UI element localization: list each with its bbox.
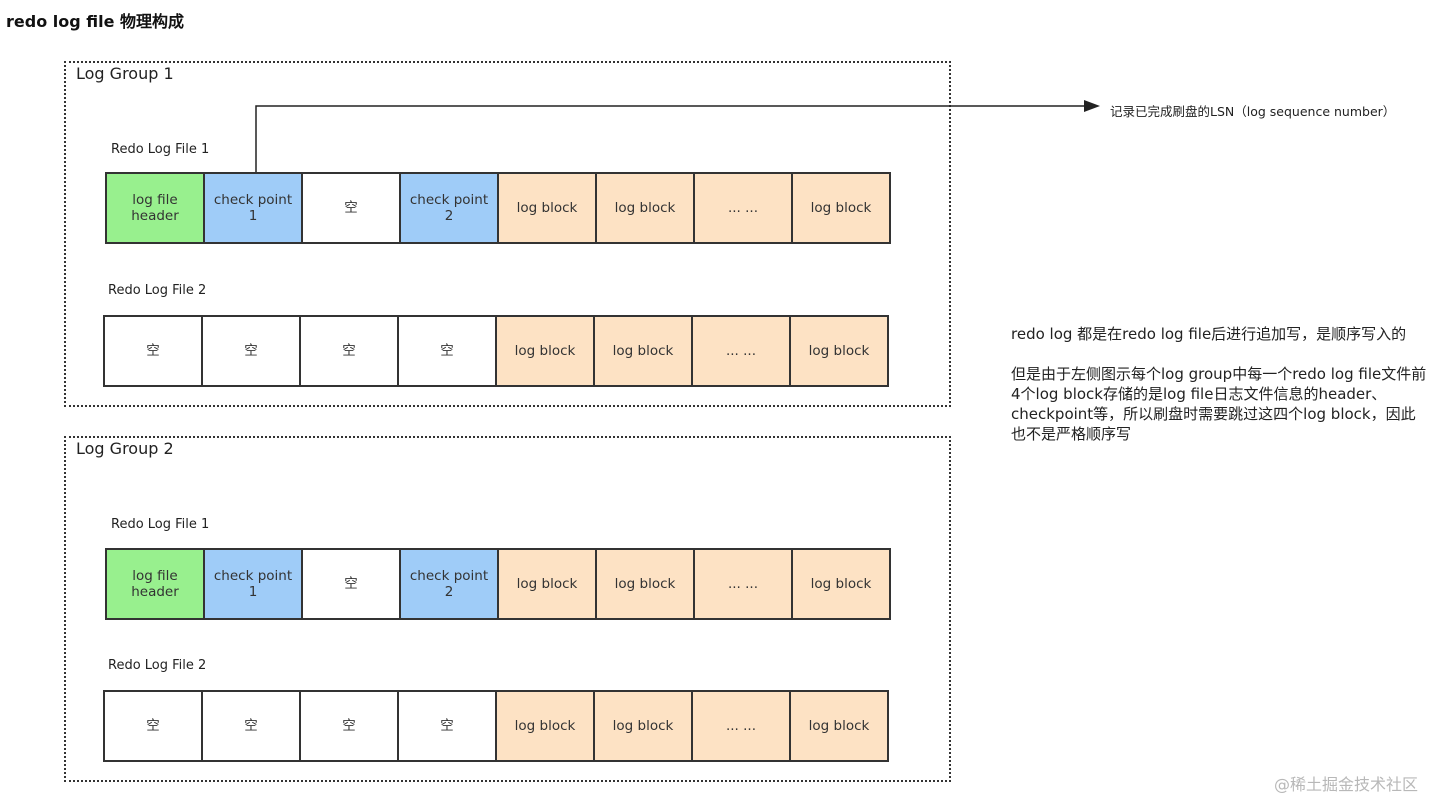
page-title: redo log file 物理构成 xyxy=(6,12,185,31)
cell-log-block: log block xyxy=(791,172,891,244)
group-label: Log Group 1 xyxy=(76,64,174,83)
cell-empty: 空 xyxy=(103,690,203,762)
cell-empty: 空 xyxy=(301,172,401,244)
note-paragraph-2: 但是由于左侧图示每个log group中每一个redo log file文件前4… xyxy=(1011,365,1427,443)
cell-log-block: log block xyxy=(595,172,695,244)
file-label: Redo Log File 1 xyxy=(111,517,210,532)
cell-log-block: ... ... xyxy=(693,172,793,244)
file-label: Redo Log File 2 xyxy=(108,283,207,298)
cell-log-block: log block xyxy=(497,172,597,244)
cell-empty: 空 xyxy=(103,315,203,387)
cell-log-block: log block xyxy=(495,315,595,387)
cell-log-block: log block xyxy=(789,690,889,762)
cell-empty: 空 xyxy=(201,315,301,387)
cell-checkpoint: check point 2 xyxy=(399,172,499,244)
cell-log-block: log block xyxy=(595,548,695,620)
cell-empty: 空 xyxy=(299,690,399,762)
cell-empty: 空 xyxy=(301,548,401,620)
cell-empty: 空 xyxy=(397,315,497,387)
cell-log-block: log block xyxy=(497,548,597,620)
group-label: Log Group 2 xyxy=(76,439,174,458)
cell-log-block: log block xyxy=(789,315,889,387)
log-group-2: Log Group 2 xyxy=(64,436,951,782)
cell-checkpoint: check point 1 xyxy=(203,172,303,244)
lsn-annotation: 记录已完成刷盘的LSN（log sequence number） xyxy=(1110,104,1396,119)
cell-empty: 空 xyxy=(299,315,399,387)
watermark: @稀土掘金技术社区 xyxy=(1274,775,1419,794)
cell-log-block: ... ... xyxy=(693,548,793,620)
cell-checkpoint: check point 2 xyxy=(399,548,499,620)
log-group-1: Log Group 1 xyxy=(64,61,951,407)
cell-log-block: ... ... xyxy=(691,315,791,387)
cell-header: log file header xyxy=(105,172,205,244)
note-paragraph-1: redo log 都是在redo log file后进行追加写，是顺序写入的 xyxy=(1011,325,1407,343)
explanation-note: redo log 都是在redo log file后进行追加写，是顺序写入的 但… xyxy=(1011,324,1427,444)
cell-log-block: log block xyxy=(791,548,891,620)
cell-header: log file header xyxy=(105,548,205,620)
file-label: Redo Log File 2 xyxy=(108,658,207,673)
cell-log-block: log block xyxy=(593,315,693,387)
file-label: Redo Log File 1 xyxy=(111,142,210,157)
cell-empty: 空 xyxy=(397,690,497,762)
